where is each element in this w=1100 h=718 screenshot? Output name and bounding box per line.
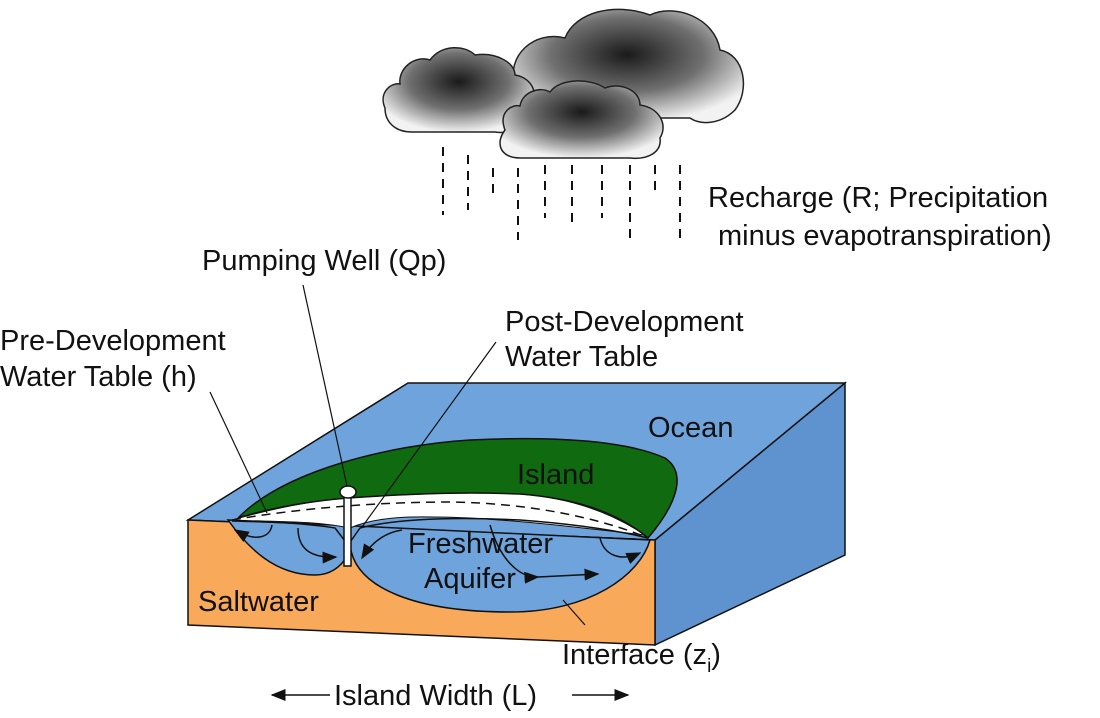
leader-pumping-well [302,284,348,487]
post-development-label-line1: Post-Development [505,306,744,338]
cloud-left [382,47,536,134]
flow-arrow-right-outer [599,537,642,565]
post-development-water-table [231,517,649,547]
freshwater-lens [226,519,651,613]
pre-development-label-line1: Pre-Development [0,325,226,357]
freshwater-label-line2: Aquifer [424,563,516,595]
pre-development-label-line2: Water Table (h) [0,361,197,393]
pumping-well-label: Pumping Well (Qp) [202,245,446,277]
leader-pre-development [209,391,268,514]
interface-label-subscript: i [707,656,711,677]
cloud-front [499,80,664,160]
pre-development-water-table [231,501,649,539]
rain-lines [442,147,681,240]
recharge-label-line1: Recharge (R; Precipitation [708,182,1048,214]
leader-post-development [361,341,497,528]
pumping-well-casing [343,495,352,567]
interface-label: Interface (zi) [562,639,721,677]
flow-arrow-left-lobe-outer [233,524,273,543]
freshwater-label-line1: Freshwater [408,528,553,560]
island-block [185,381,848,647]
island-surface [237,437,678,540]
pumping-well-head [339,485,357,499]
flow-arrows [233,524,642,584]
saltwater-label: Saltwater [198,586,319,618]
recharge-label-line2: minus evapotranspiration) [718,220,1052,252]
interface-label-close: ) [711,639,721,671]
interface-label-main: Interface (z [562,639,707,671]
island-label: Island [517,459,594,491]
flow-arrow-center [489,524,540,584]
post-development-label-line2: Water Table [505,341,658,373]
leader-interface [562,599,586,626]
flow-arrow-right-lobe-to-well [361,529,403,560]
ocean-label: Ocean [648,412,733,444]
flow-arrow-left-lobe-to-well [297,527,338,564]
cloud-group [382,8,745,160]
island-width-label: Island Width (L) [334,680,537,712]
flow-arrow-right-center [537,568,600,581]
leader-lines [209,284,586,626]
